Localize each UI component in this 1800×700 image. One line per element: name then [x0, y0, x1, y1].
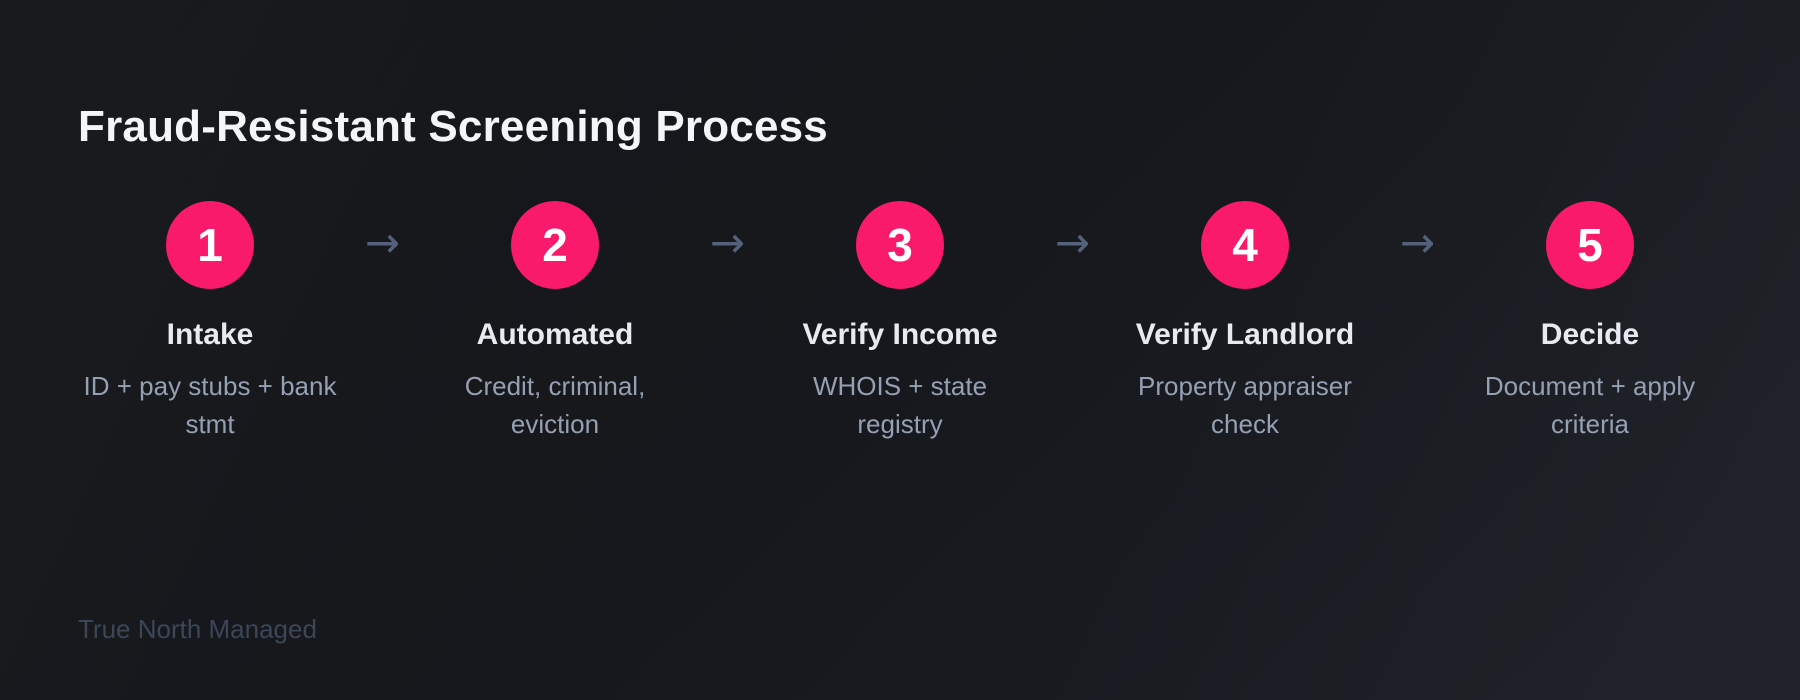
process-step: 1 Intake ID + pay stubs + bank stmt	[78, 201, 342, 443]
step-description: ID + pay stubs + bank stmt	[83, 371, 337, 439]
step-connector: →	[1032, 201, 1113, 289]
step-connector: →	[1377, 201, 1458, 289]
step-label: Decide	[1540, 318, 1640, 351]
brand-watermark: True North Managed	[78, 614, 317, 644]
step-description: Credit, criminal, eviction	[464, 371, 646, 439]
step-number: 4	[1232, 219, 1258, 271]
step-label: Verify Landlord	[1135, 318, 1355, 351]
step-description: WHOIS + state registry	[812, 371, 988, 439]
process-step: 4 Verify Landlord Property appraiser che…	[1113, 201, 1377, 443]
step-number: 3	[887, 219, 913, 271]
step-label: Verify Income	[802, 318, 998, 351]
step-number-badge: 1	[166, 201, 254, 289]
process-step: 3 Verify Income WHOIS + state registry	[768, 201, 1032, 443]
process-steps-row: 1 Intake ID + pay stubs + bank stmt → 2 …	[78, 201, 1722, 443]
step-number-badge: 5	[1546, 201, 1634, 289]
step-number: 1	[197, 219, 223, 271]
step-label: Automated	[476, 318, 634, 351]
step-label: Intake	[166, 318, 254, 351]
step-number: 5	[1577, 219, 1603, 271]
arrow-right-icon: →	[364, 218, 401, 267]
step-connector: →	[687, 201, 768, 289]
arrow-right-icon: →	[1399, 218, 1436, 267]
process-step: 2 Automated Credit, criminal, eviction	[423, 201, 687, 443]
arrow-right-icon: →	[1054, 218, 1091, 267]
slide-title: Fraud-Resistant Screening Process	[78, 102, 828, 152]
process-step: 5 Decide Document + apply criteria	[1458, 201, 1722, 443]
step-number-badge: 2	[511, 201, 599, 289]
step-description: Property appraiser check	[1138, 371, 1352, 439]
arrow-right-icon: →	[709, 218, 746, 267]
step-description: Document + apply criteria	[1484, 371, 1696, 439]
step-number-badge: 4	[1201, 201, 1289, 289]
step-connector: →	[342, 201, 423, 289]
step-number: 2	[542, 219, 568, 271]
step-number-badge: 3	[856, 201, 944, 289]
